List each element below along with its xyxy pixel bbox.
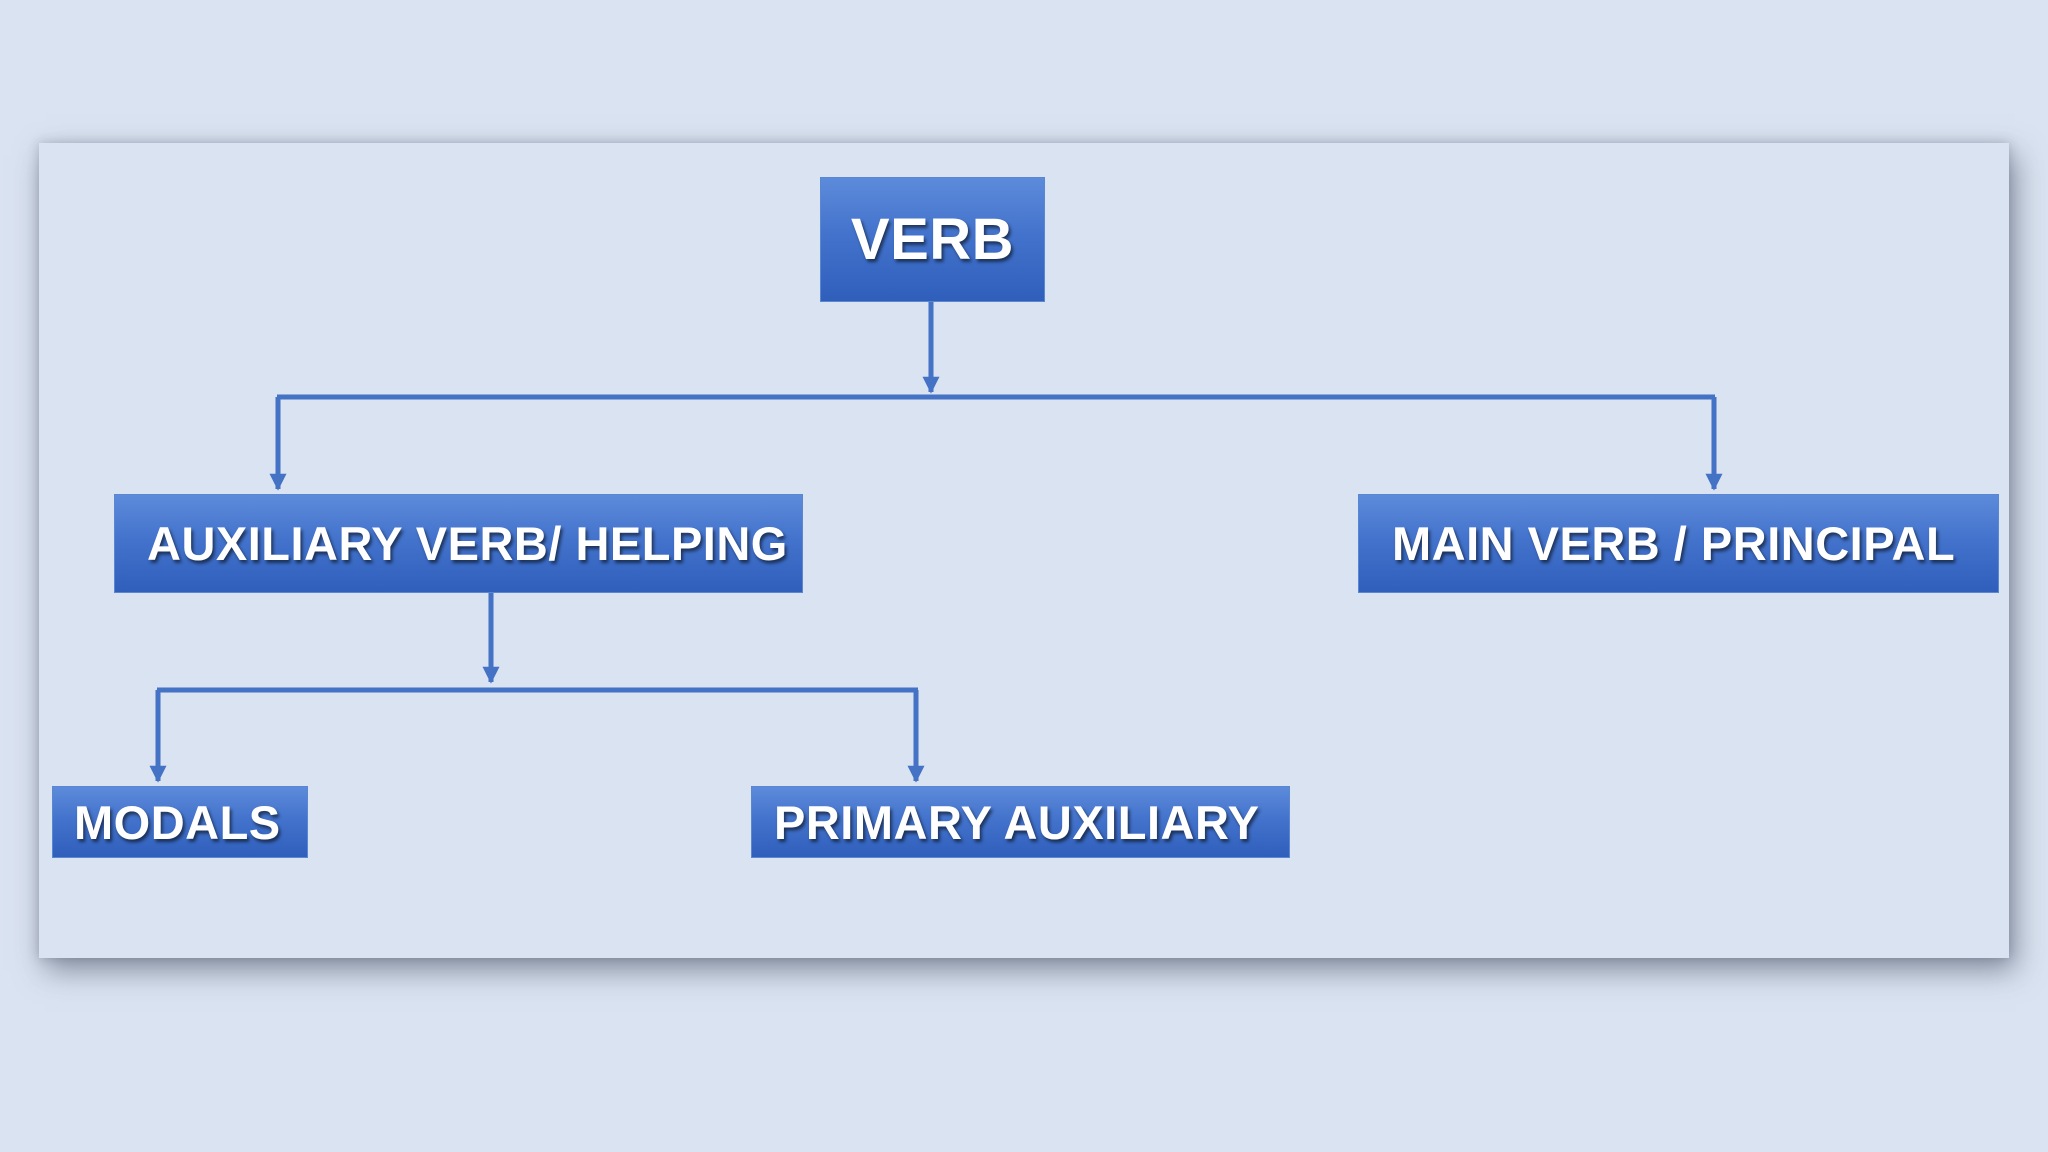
node-modals: MODALS (52, 786, 308, 858)
node-modals-label: MODALS (74, 795, 281, 849)
node-main-verb-label: MAIN VERB / PRINCIPAL (1392, 517, 1956, 570)
node-verb-label: VERB (850, 207, 1015, 272)
node-auxiliary-verb-label: AUXILIARY VERB/ HELPING (147, 517, 788, 570)
node-main-verb: MAIN VERB / PRINCIPAL (1358, 494, 1999, 593)
node-primary-auxiliary: PRIMARY AUXILIARY (751, 786, 1290, 858)
node-auxiliary-verb: AUXILIARY VERB/ HELPING (114, 494, 803, 593)
node-verb: VERB (820, 177, 1045, 302)
node-primary-auxiliary-label: PRIMARY AUXILIARY (774, 795, 1260, 849)
